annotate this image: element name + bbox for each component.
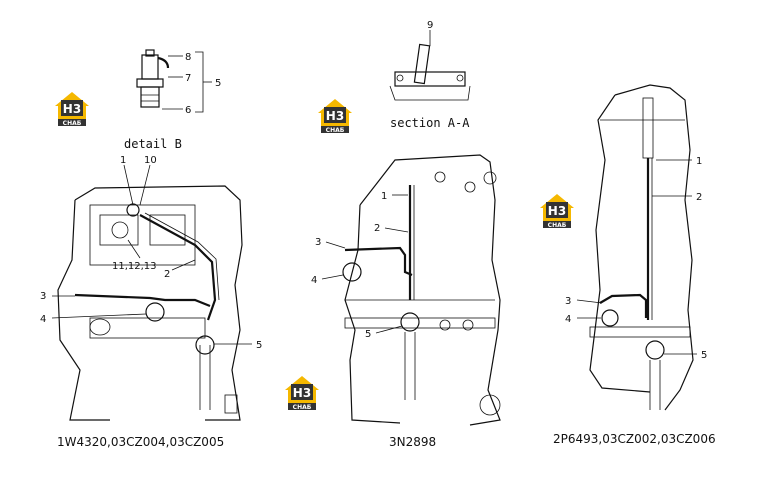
right-callout-2: 2 — [696, 192, 702, 203]
detail-b-callout-5: 5 — [215, 78, 221, 89]
section-a-a-callout-9: 9 — [427, 20, 433, 31]
section-a-a-drawing — [389, 30, 471, 101]
left-engine-drawing — [51, 164, 252, 421]
left-callout-1: 1 — [120, 155, 126, 166]
left-callout-5: 5 — [256, 340, 262, 351]
svg-text:H3: H3 — [548, 204, 566, 218]
svg-text:CHAБ: CHAБ — [326, 127, 345, 134]
center-callout-5: 5 — [365, 329, 371, 340]
left-callout-3: 3 — [40, 291, 46, 302]
svg-text:CHAБ: CHAБ — [63, 120, 82, 127]
right-callout-5: 5 — [701, 350, 707, 361]
left-callout-2: 2 — [164, 269, 170, 280]
svg-text:H3: H3 — [293, 386, 311, 400]
center-caption: 3N2898 — [389, 435, 436, 449]
center-callout-1: 1 — [381, 191, 387, 202]
brand-logo-4: H3 CHAБ — [285, 376, 319, 411]
center-callout-3: 3 — [315, 237, 321, 248]
center-callout-4: 4 — [311, 275, 317, 286]
detail-b-callout-6: 6 — [185, 105, 191, 116]
brand-logo-2: H3 CHAБ — [318, 99, 352, 134]
right-caption: 2P6493,03CZ002,03CZ006 — [553, 432, 716, 446]
section-a-a-label: section A-A — [390, 116, 470, 130]
detail-b-label: detail B — [124, 137, 182, 151]
svg-text:CHAБ: CHAБ — [548, 222, 567, 229]
left-caption: 1W4320,03CZ004,03CZ005 — [57, 435, 224, 449]
right-engine-drawing — [576, 84, 697, 411]
detail-b-drawing — [136, 49, 212, 113]
right-callout-4: 4 — [565, 314, 571, 325]
left-callout-10: 10 — [144, 155, 157, 166]
svg-text:H3: H3 — [326, 109, 344, 123]
center-engine-drawing — [321, 154, 501, 426]
brand-logo-1: H3 CHAБ — [55, 92, 89, 127]
right-callout-3: 3 — [565, 296, 571, 307]
brand-logo-3: H3 CHAБ — [540, 194, 574, 229]
right-callout-1: 1 — [696, 156, 702, 167]
left-callout-4: 4 — [40, 314, 46, 325]
detail-b-callout-7: 7 — [185, 73, 191, 84]
svg-text:H3: H3 — [63, 102, 81, 116]
detail-b-callout-8: 8 — [185, 52, 191, 63]
svg-text:CHAБ: CHAБ — [293, 404, 312, 411]
center-callout-2: 2 — [374, 223, 380, 234]
left-callout-11-12-13: 11,12,13 — [112, 261, 157, 272]
